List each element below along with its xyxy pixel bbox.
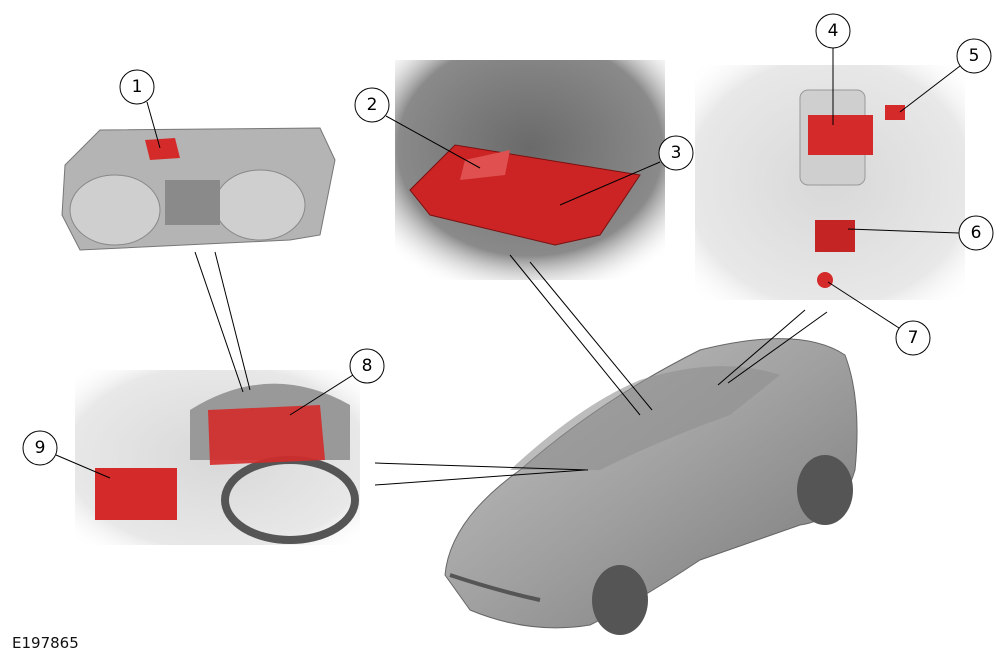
svg-text:8: 8 [362, 356, 373, 376]
callout-5: 5 [956, 38, 992, 74]
component-7-highlight [817, 272, 833, 288]
dashboard-illustration [75, 370, 360, 545]
component-6-highlight [815, 220, 855, 252]
callout-9: 9 [22, 430, 58, 466]
component-4-highlight [808, 115, 873, 155]
svg-text:1: 1 [132, 77, 143, 97]
svg-text:3: 3 [671, 143, 682, 163]
svg-text:2: 2 [367, 95, 378, 115]
component-1-highlight [145, 138, 180, 160]
callout-3: 3 [658, 135, 694, 171]
callout-4: 4 [815, 13, 851, 49]
callout-7: 7 [895, 320, 931, 356]
centre-console-illustration [695, 65, 965, 300]
svg-text:7: 7 [908, 328, 919, 348]
svg-text:9: 9 [35, 438, 46, 458]
callout-6: 6 [958, 215, 994, 251]
vehicle-illustration [444, 338, 858, 635]
svg-text:5: 5 [969, 46, 980, 66]
callout-1: 1 [119, 69, 155, 105]
svg-text:6: 6 [971, 223, 982, 243]
component-8-highlight [208, 405, 325, 465]
callout-2: 2 [354, 87, 390, 123]
component-5-highlight [885, 105, 905, 120]
instrument-cluster-illustration [61, 127, 336, 251]
overhead-console-illustration [395, 60, 665, 280]
figure-reference: E197865 [12, 634, 79, 652]
component-9-highlight [95, 468, 177, 520]
svg-text:4: 4 [828, 21, 839, 41]
callout-8: 8 [349, 348, 385, 384]
connection-lines [55, 48, 961, 486]
